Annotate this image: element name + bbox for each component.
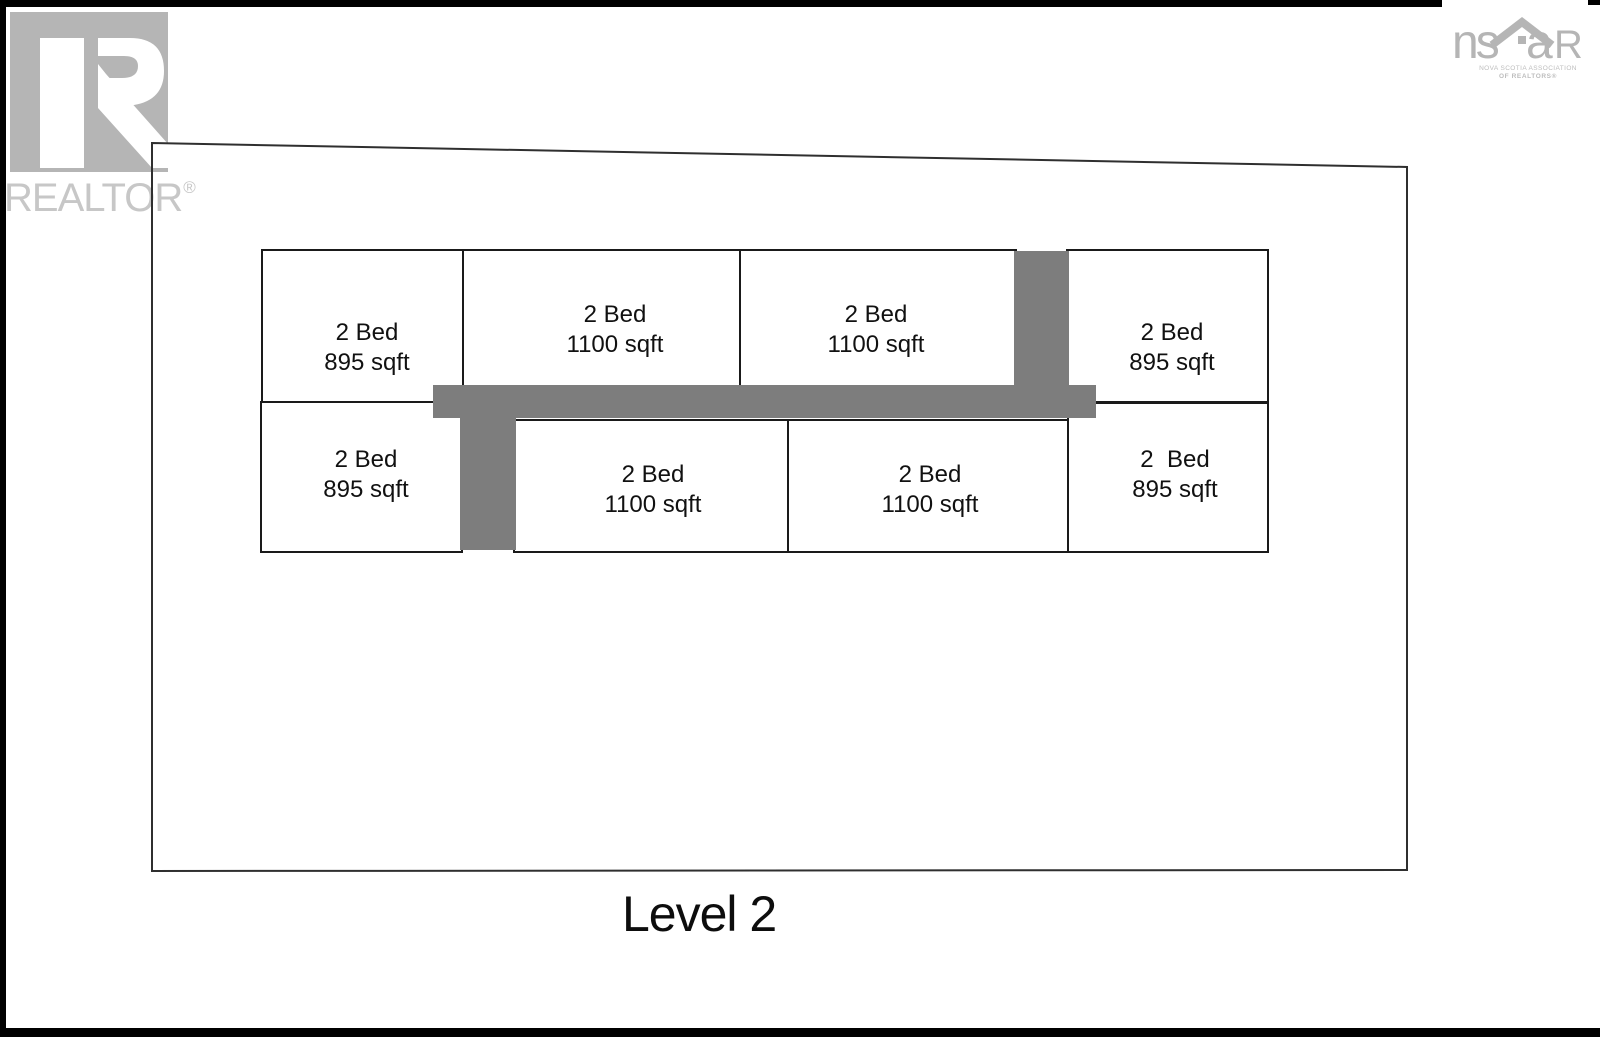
top-right-black-corner xyxy=(1588,0,1600,5)
nsar-r-text: R xyxy=(1554,23,1583,64)
realtor-r-icon xyxy=(10,12,168,172)
corridor-stub-top xyxy=(1014,251,1069,386)
unit-box-bottom-3 xyxy=(787,419,1069,553)
unit-box-bottom-1 xyxy=(260,401,463,553)
left-black-edge xyxy=(0,0,6,1037)
property-boundary xyxy=(151,141,1408,873)
nsar-wordmark: ns a R xyxy=(1452,16,1583,69)
registered-mark: ® xyxy=(183,178,195,197)
bottom-black-edge xyxy=(0,1028,1600,1037)
nsar-tagline: NOVA SCOTIA ASSOCIATION OF REALTORS® xyxy=(1452,65,1600,81)
top-black-edge xyxy=(0,0,1442,7)
realtor-logo: REALTOR® xyxy=(4,12,200,220)
nsar-logo: ns a R NOVA SCOTIA ASSOCIATION OF REALTO… xyxy=(1452,12,1600,81)
house-roof-icon xyxy=(1489,16,1555,49)
level-title: Level 2 xyxy=(622,886,777,942)
corridor-stub-bottom xyxy=(460,417,516,550)
corridor xyxy=(433,251,1096,550)
unit-box-top-4 xyxy=(1066,249,1269,403)
unit-box-top-3 xyxy=(739,249,1017,403)
realtor-wordmark: REALTOR® xyxy=(4,176,196,220)
corridor-hall-bar xyxy=(433,385,1096,418)
unit-box-bottom-2 xyxy=(513,419,789,553)
nsar-tagline-line1: NOVA SCOTIA ASSOCIATION xyxy=(1479,65,1577,72)
nsar-tagline-line2: OF REALTORS® xyxy=(1499,73,1557,80)
unit-box-bottom-4 xyxy=(1067,402,1269,553)
unit-box-top-2 xyxy=(462,249,741,403)
